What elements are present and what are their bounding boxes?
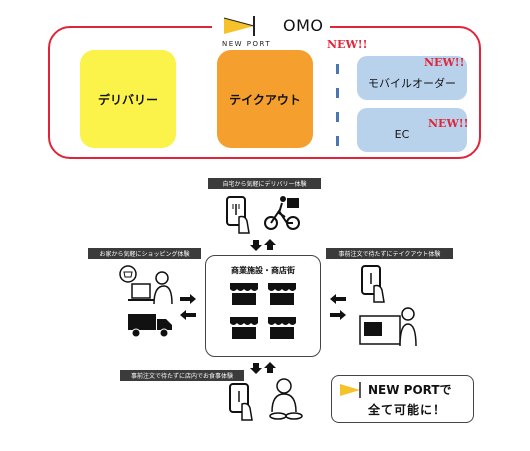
phone-order-icon <box>361 265 385 303</box>
tile-takeout-label: テイクアウト <box>229 92 301 107</box>
divider-dash <box>336 64 339 74</box>
left-right-arrows-icon <box>180 294 196 320</box>
storefront-icons <box>230 283 296 339</box>
divider-dash <box>336 112 339 122</box>
left-label: お家から気軽にショッピング体験 <box>88 248 201 259</box>
phone-order-icon <box>226 196 250 234</box>
tile-ec: EC <box>357 108 467 152</box>
storefront-icon <box>230 283 258 305</box>
newport-flag-logo <box>223 16 255 36</box>
callout-line-2: 全て可能に！ <box>368 403 447 417</box>
divider-dash <box>336 136 339 146</box>
tile-ec-label: EC <box>394 127 410 141</box>
tile-mobile-order-label: モバイルオーダー <box>368 77 456 90</box>
left-right-arrows-icon <box>330 294 346 320</box>
online-shopper-icon <box>119 265 173 305</box>
callout-line-1: NEW PORTで <box>368 383 452 397</box>
newport-callout <box>331 375 474 423</box>
right-label: 事前注文で待たずにテイクアウト体験 <box>326 248 453 259</box>
tile-takeout: テイクアウト <box>217 50 313 148</box>
bottom-label: 事前注文で待たずに店内でお食事体験 <box>120 370 244 381</box>
omo-header-gap <box>212 12 330 54</box>
tile-delivery-label: デリバリー <box>97 92 158 107</box>
delivery-cyclist-icon <box>264 196 300 230</box>
newport-flag-logo <box>340 382 361 398</box>
delivery-truck-icon <box>128 314 172 338</box>
omo-title: OMO <box>283 16 324 35</box>
divider-dash <box>336 88 339 98</box>
storefront-icon <box>268 283 296 305</box>
new-badge: NEW!! <box>424 56 465 69</box>
top-label: 自宅から気軽にデリバリー体験 <box>208 178 321 189</box>
newport-logo-text: NEW PORT <box>222 40 272 48</box>
new-badge: NEW!! <box>428 117 469 130</box>
tile-mobile-order: モバイルオーダー <box>357 56 467 100</box>
phone-order-icon <box>229 383 253 421</box>
tile-delivery: デリバリー <box>80 50 176 148</box>
storefront-icon <box>268 317 296 339</box>
new-badge: NEW!! <box>327 38 368 51</box>
storefront-icon <box>230 317 258 339</box>
up-down-arrows-icon <box>250 362 276 374</box>
dining-person-icon <box>269 378 303 420</box>
commercial-facility-title: 商業施設・商店街 <box>231 266 295 275</box>
takeout-counter-icon <box>359 307 417 347</box>
up-down-arrows-icon <box>250 239 276 251</box>
commercial-facility-box <box>205 255 321 357</box>
